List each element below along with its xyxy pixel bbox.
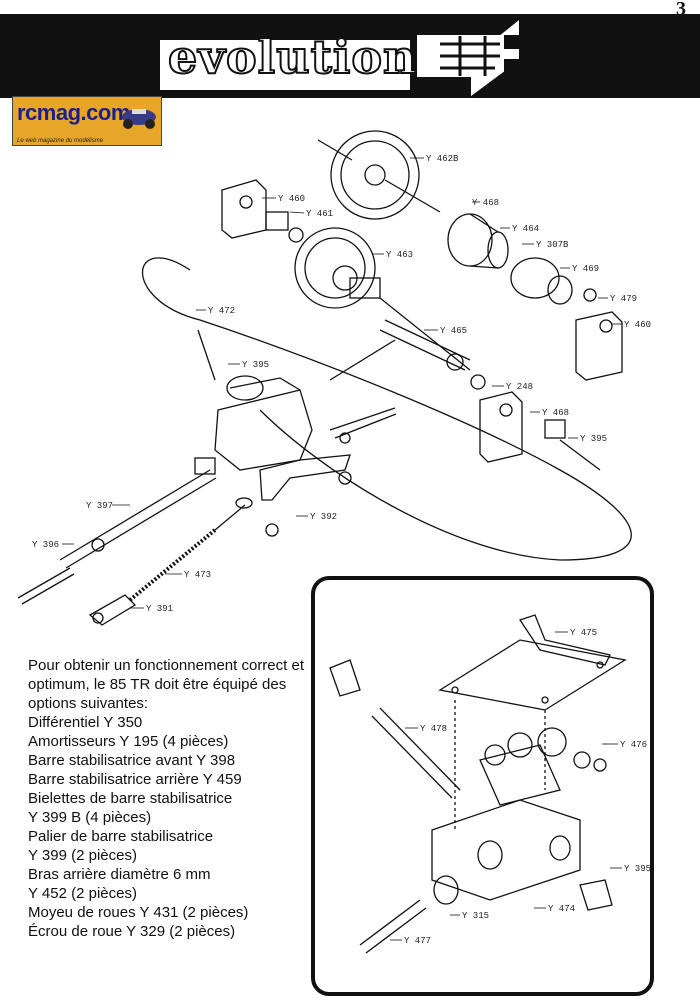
rcmag-badge: rcmag.com Le web magazine du modélisme bbox=[12, 96, 162, 146]
label-y465: Y 465 bbox=[440, 326, 467, 336]
label-y307b: Y 307B bbox=[536, 240, 569, 250]
belt-loop bbox=[141, 257, 632, 561]
label-y468b: Y 468 bbox=[542, 408, 569, 418]
clutch-bell-y464 bbox=[447, 213, 509, 269]
gearbox-housing bbox=[214, 375, 351, 501]
inset-label-y315: Y 315 bbox=[462, 911, 489, 921]
option-item: Y 452 (2 pièces) bbox=[28, 885, 137, 902]
gearbox-y474 bbox=[431, 744, 581, 905]
bearing-block-mid bbox=[479, 391, 523, 463]
label-y248: Y 248 bbox=[506, 382, 533, 392]
option-item: Barre stabilisatrice arrière Y 459 bbox=[28, 771, 242, 788]
label-y463: Y 463 bbox=[386, 250, 413, 260]
label-y462b: Y 462B bbox=[426, 154, 459, 164]
inset-label-y476: Y 476 bbox=[620, 740, 647, 750]
pin-y477 bbox=[359, 899, 427, 954]
label-y392: Y 392 bbox=[310, 512, 337, 522]
shaft-y478 bbox=[329, 659, 461, 799]
option-item: Palier de barre stabilisatrice bbox=[28, 828, 214, 845]
gears-y476 bbox=[484, 727, 607, 772]
option-item: Différentiel Y 350 bbox=[28, 714, 143, 731]
options-intro: Pour obtenir un fonctionnement correct e… bbox=[28, 657, 304, 712]
label-y395a: Y 395 bbox=[242, 360, 269, 370]
required-options-text: Pour obtenir un fonctionnement correct e… bbox=[28, 656, 308, 941]
option-item: Amortisseurs Y 195 (4 pièces) bbox=[28, 733, 229, 750]
inset-detail-frame bbox=[311, 576, 654, 996]
bearing-block-y460-right bbox=[575, 311, 623, 381]
option-item: Y 399 (2 pièces) bbox=[28, 847, 137, 864]
label-y479: Y 479 bbox=[610, 294, 637, 304]
bearing-block-y460-top bbox=[221, 179, 289, 239]
page-title: evolution bbox=[167, 29, 418, 85]
inset-label-y474: Y 474 bbox=[548, 904, 575, 914]
rc-car-icon bbox=[122, 109, 156, 129]
badge-name: rcmag.com bbox=[17, 100, 130, 125]
option-item: Bras arrière diamètre 6 mm bbox=[28, 866, 211, 883]
evolution-logo-arrow bbox=[415, 15, 521, 98]
inset-label-y475: Y 475 bbox=[570, 628, 597, 638]
option-item: Y 399 B (4 pièces) bbox=[28, 809, 152, 826]
option-item: Écrou de roue Y 329 (2 pièces) bbox=[28, 923, 236, 940]
label-y460a: Y 460 bbox=[278, 194, 305, 204]
label-y461: Y 461 bbox=[306, 209, 333, 219]
pinion-y469 bbox=[510, 257, 573, 305]
rod-end-y391 bbox=[88, 594, 137, 626]
label-y391: Y 391 bbox=[146, 604, 173, 614]
label-y472: Y 472 bbox=[208, 306, 235, 316]
label-y397: Y 397 bbox=[86, 501, 113, 511]
axle-y396 bbox=[17, 567, 75, 605]
top-plate-y475 bbox=[438, 614, 627, 711]
label-y460b: Y 460 bbox=[624, 320, 651, 330]
label-y469: Y 469 bbox=[572, 264, 599, 274]
page-number: 3 bbox=[676, 0, 686, 20]
gear-y463 bbox=[294, 227, 471, 371]
spring-y473 bbox=[128, 497, 253, 602]
inset-label-y395: Y 395 bbox=[624, 864, 651, 874]
label-y395b: Y 395 bbox=[580, 434, 607, 444]
label-y464: Y 464 bbox=[512, 224, 539, 234]
pin-y395 bbox=[579, 879, 613, 911]
label-y473: Y 473 bbox=[184, 570, 211, 580]
label-y468a: Y 468 bbox=[472, 198, 499, 208]
label-y396: Y 396 bbox=[32, 540, 59, 550]
option-item: Bielettes de barre stabilisatrice bbox=[28, 790, 233, 807]
option-item: Moyeu de roues Y 431 (2 pièces) bbox=[28, 904, 249, 921]
drive-shaft-y397 bbox=[59, 469, 217, 569]
option-item: Barre stabilisatrice avant Y 398 bbox=[28, 752, 236, 769]
inset-label-y478: Y 478 bbox=[420, 724, 447, 734]
gear-y462b bbox=[317, 130, 441, 220]
title-backdrop bbox=[160, 40, 410, 90]
badge-tagline: Le web magazine du modélisme bbox=[17, 138, 104, 144]
inset-label-y477: Y 477 bbox=[404, 936, 431, 946]
